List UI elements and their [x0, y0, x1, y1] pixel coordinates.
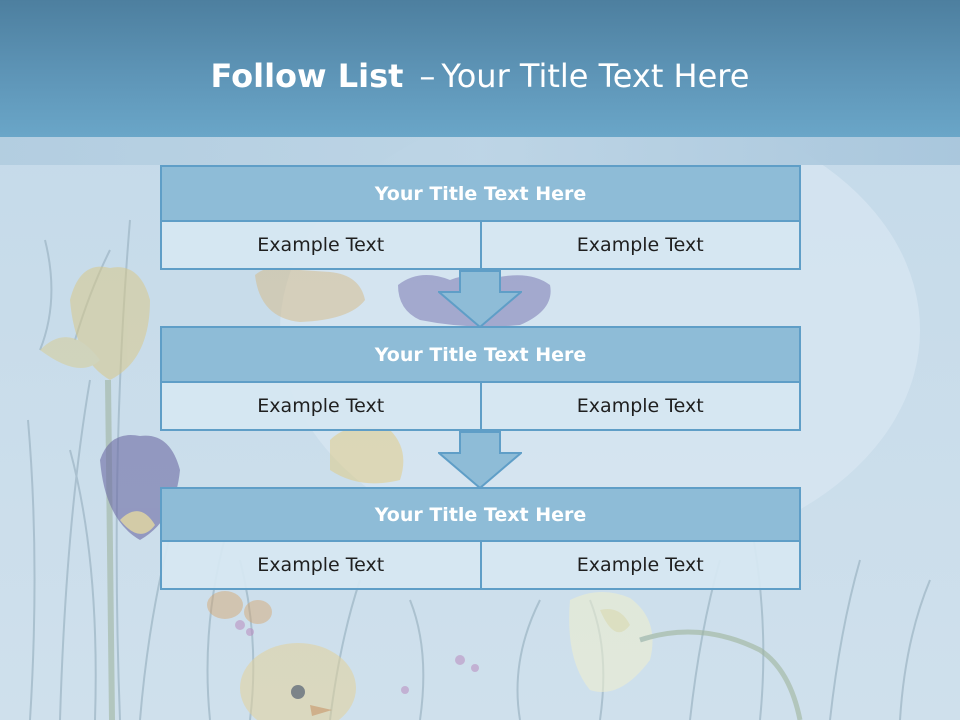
step-title: Your Title Text Here — [160, 326, 801, 383]
step-block-2: Your Title Text Here Example Text Exampl… — [160, 326, 801, 431]
step-block-1: Your Title Text Here Example Text Exampl… — [160, 165, 801, 270]
down-arrow-icon — [438, 270, 522, 328]
step-row: Example Text Example Text — [160, 383, 801, 431]
step-block-3: Your Title Text Here Example Text Exampl… — [160, 487, 801, 590]
step-row: Example Text Example Text — [160, 542, 801, 590]
step-left-text: Example Text — [160, 542, 482, 590]
step-left-text: Example Text — [160, 383, 482, 431]
step-left-text: Example Text — [160, 222, 482, 270]
step-title: Your Title Text Here — [160, 487, 801, 542]
step-right-text: Example Text — [481, 542, 801, 590]
step-row: Example Text Example Text — [160, 222, 801, 270]
header-strip — [0, 137, 960, 165]
header-bar — [0, 0, 960, 137]
slide-title-rest: Your Title Text Here — [441, 57, 750, 95]
slide-title: Follow List–Your Title Text Here — [0, 52, 960, 100]
step-right-text: Example Text — [481, 222, 801, 270]
step-right-text: Example Text — [481, 383, 801, 431]
step-title: Your Title Text Here — [160, 165, 801, 222]
down-arrow-icon — [438, 431, 522, 489]
slide-title-dash: – — [419, 57, 436, 95]
slide-title-bold: Follow List — [210, 57, 404, 95]
